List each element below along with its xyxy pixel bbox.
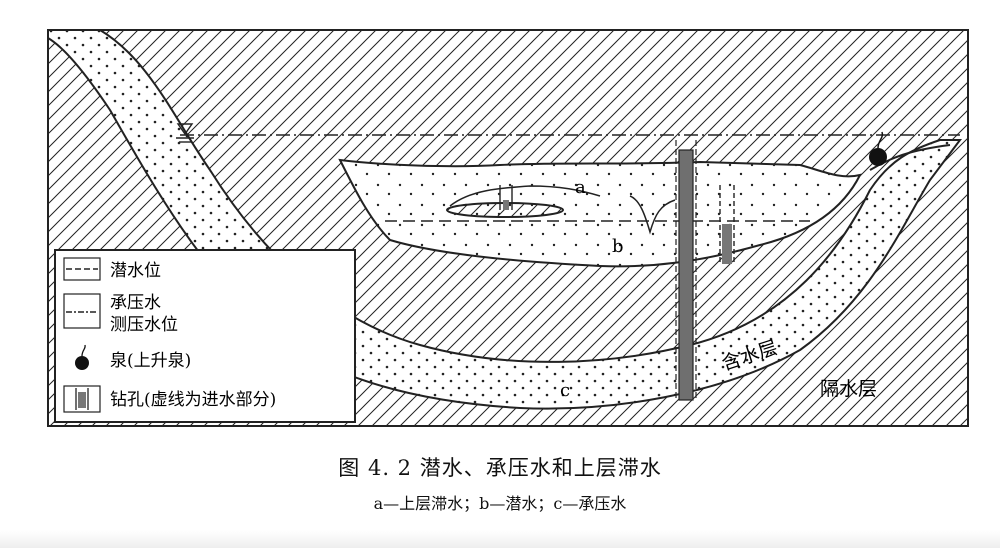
- label-c: c: [560, 380, 570, 401]
- scan-edge: [0, 530, 1000, 548]
- svg-text:泉(上升泉): 泉(上升泉): [110, 351, 191, 371]
- drawdown-cone: [629, 195, 676, 235]
- aquifer-diagram: a b c 含水层 隔水层 潜水位 承压水 测压水位 泉(上升泉): [47, 29, 969, 427]
- legend-item-borehole: 钻孔(虚线为进水部分): [63, 385, 276, 413]
- legend: 潜水位 承压水 测压水位 泉(上升泉) 钻孔(虚线为进水部分): [54, 249, 356, 423]
- label-aquitard: 隔水层: [820, 378, 877, 400]
- svg-text:潜水位: 潜水位: [110, 261, 161, 281]
- svg-text:测压水位: 测压水位: [110, 315, 178, 335]
- legend-item-piezometric: 承压水 测压水位: [63, 293, 178, 335]
- well-short-1: [499, 185, 513, 210]
- figure-title: 图 4. 2 潜水、承压水和上层滞水: [338, 456, 662, 480]
- svg-text:钻孔(虚线为进水部分): 钻孔(虚线为进水部分): [110, 390, 276, 410]
- legend-item-spring: 泉(上升泉): [75, 344, 191, 371]
- label-b: b: [612, 236, 624, 257]
- perched-water-table: [449, 185, 601, 207]
- figure-subtitle: a—上层滞水；b—潜水；c—承压水: [373, 494, 627, 513]
- label-a: a: [575, 177, 586, 198]
- deep-borehole: [675, 140, 697, 401]
- svg-text:承压水: 承压水: [110, 293, 161, 313]
- spring-icon: [869, 131, 887, 166]
- legend-item-water-table: 潜水位: [63, 257, 161, 281]
- water-level-symbol: [176, 123, 194, 143]
- well-short-2: [719, 185, 735, 265]
